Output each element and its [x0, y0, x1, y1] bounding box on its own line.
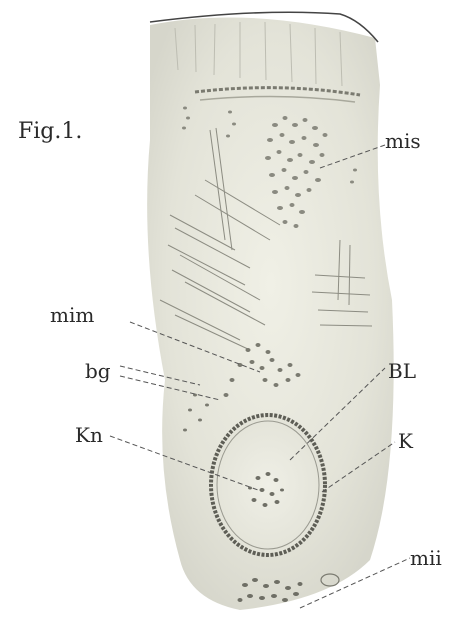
label-kn: Kn	[75, 423, 103, 447]
label-mim: mim	[50, 303, 94, 327]
label-k: K	[398, 429, 414, 453]
label-mii: mii	[410, 546, 442, 570]
label-bl: BL	[388, 359, 416, 383]
nucleus-outline	[211, 415, 325, 555]
label-bg: bg	[85, 359, 111, 383]
figure-title: Fig.1.	[18, 119, 82, 144]
label-mis: mis	[385, 129, 421, 153]
